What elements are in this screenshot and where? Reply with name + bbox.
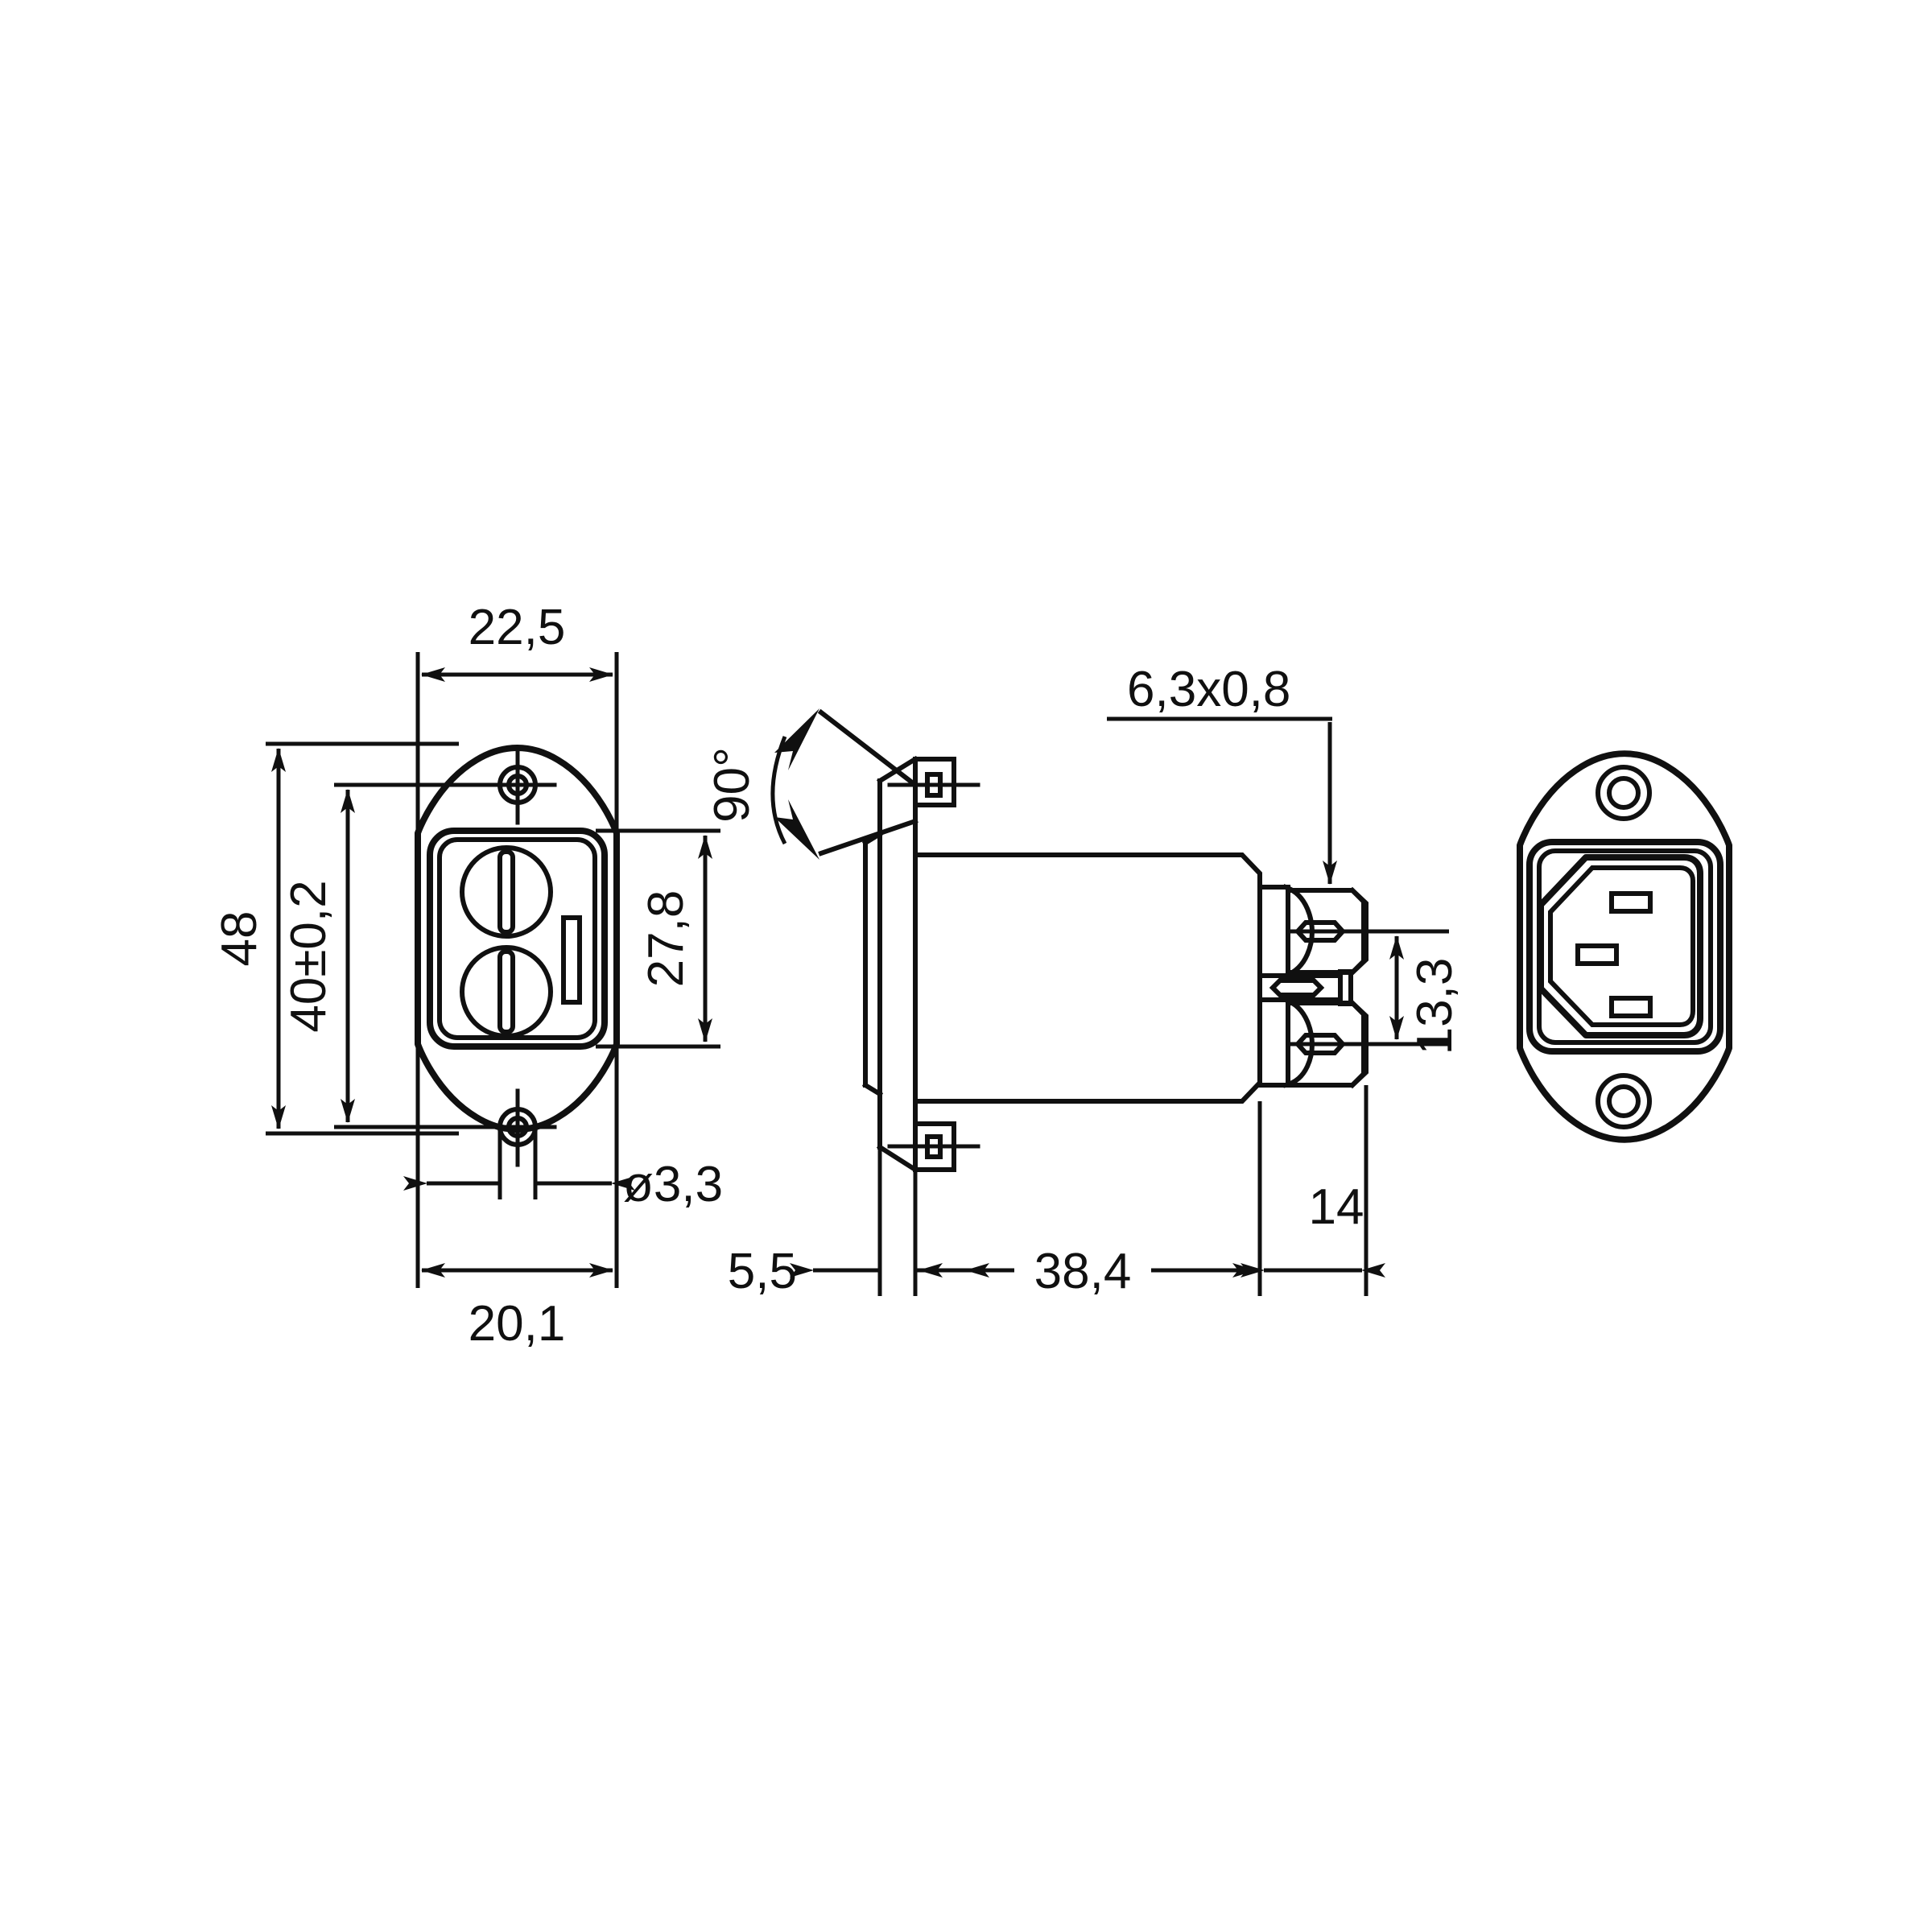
front-view-upper-screw (460, 845, 553, 939)
dimension-label-27-8: 27,8 (638, 890, 694, 988)
dimension-38-4: 38,4 (919, 1101, 1262, 1299)
side-view-body-block (913, 852, 1262, 1104)
inlet-c14-recess (1538, 854, 1703, 1038)
dimension-label-20-1: 20,1 (469, 1296, 566, 1352)
front-view-lower-fixing-hole (478, 1088, 557, 1167)
dimension-label-6-3x0-8: 6,3x0,8 (1127, 662, 1290, 717)
dimension-13-3: 13,3 (1368, 929, 1463, 1055)
front-view-lower-screw (460, 945, 553, 1038)
dimension-5-5: 5,5 (728, 1147, 989, 1299)
front-view-upper-fixing-hole (478, 746, 557, 825)
dimension-22-5: 22,5 (415, 600, 619, 1111)
dimension-label-38-4: 38,4 (1034, 1244, 1132, 1299)
dimension-48: 48 (212, 741, 459, 1136)
dimension-label-22-5: 22,5 (469, 600, 566, 655)
side-view-flange-plate (861, 755, 980, 1174)
inlet-flange-outline (1517, 750, 1732, 1143)
dimension-label-14: 14 (1309, 1179, 1364, 1235)
inlet-face-view-group (1517, 750, 1732, 1143)
dimension-14: 14 (1241, 1085, 1385, 1296)
inlet-lower-fixing-hole (1596, 1073, 1652, 1129)
angle-indicator-90: 90° (704, 708, 919, 860)
dimension-27-8: 27,8 (596, 828, 720, 1049)
dimension-label-40: 40±0,2 (281, 880, 336, 1032)
dimension-40-tol: 40±0,2 (281, 782, 481, 1129)
pin-slot-live (1609, 891, 1653, 914)
dimension-6-3x0-8: 6,3x0,8 (1107, 662, 1337, 885)
dimension-hole-dia-3-3: ø3,3 (403, 1127, 723, 1212)
inlet-upper-fixing-hole (1596, 765, 1652, 821)
inlet-pin-slots (1575, 891, 1653, 1018)
pin-slot-neutral (1609, 996, 1653, 1018)
dimension-label-13-3: 13,3 (1407, 958, 1463, 1055)
front-view-side-slot (561, 915, 582, 1005)
front-view-group: 22,5 48 40±0,2 27,8 (212, 600, 723, 1352)
front-view-body-outline (427, 828, 608, 1050)
terminal-lower (1282, 997, 1403, 1089)
terminal-middle (1257, 969, 1353, 1006)
dimension-20-1: 20,1 (415, 1044, 619, 1352)
dimension-label-48: 48 (212, 911, 267, 967)
dimension-label-5-5: 5,5 (728, 1244, 797, 1299)
pin-slot-earth (1575, 943, 1619, 966)
dimension-label-dia-3-3: ø3,3 (623, 1157, 723, 1212)
side-view-group: 90° (704, 662, 1463, 1299)
dimension-label-90-deg: 90° (704, 747, 760, 823)
